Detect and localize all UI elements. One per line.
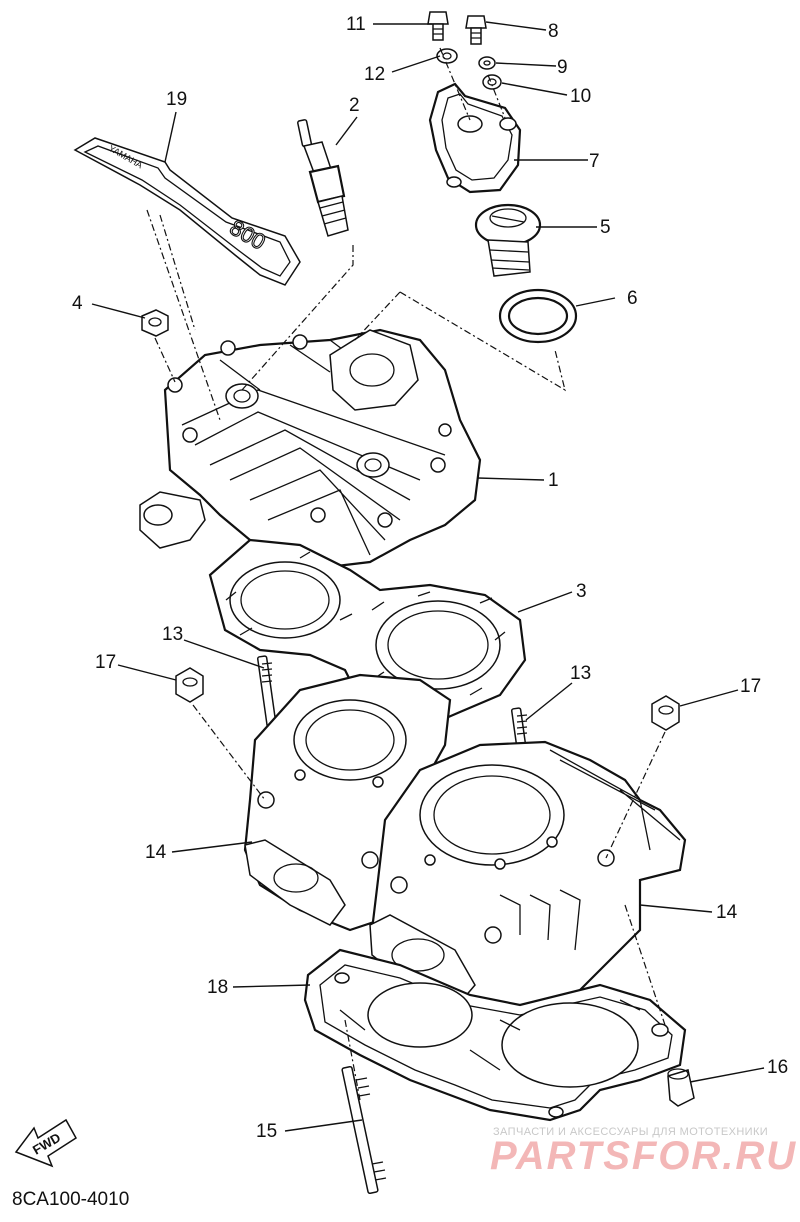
- callout-15: 15: [256, 1121, 277, 1142]
- head-gasket: [208, 538, 527, 727]
- o-ring: [498, 288, 578, 344]
- callout-17b: 17: [740, 676, 761, 697]
- callout-18: 18: [207, 977, 228, 998]
- callout-11: 11: [346, 14, 366, 35]
- callout-6: 6: [627, 288, 638, 309]
- callout-numbers: 1 2 3 4 5 6 7 8 9 10 11 12 13 13 14 14 1…: [72, 14, 788, 1142]
- callout-13b: 13: [570, 663, 591, 684]
- fwd-arrow-icon: FWD: [14, 1118, 77, 1168]
- callout-14b: 14: [716, 902, 738, 923]
- nut-left: [175, 667, 204, 703]
- callout-13a: 13: [162, 624, 183, 645]
- callout-14a: 14: [145, 842, 167, 863]
- thermostat-cover: [428, 82, 522, 194]
- callout-3: 3: [576, 581, 587, 602]
- callout-5: 5: [600, 217, 611, 238]
- callout-9: 9: [557, 57, 568, 78]
- cylinder-head: [139, 328, 482, 570]
- callout-8: 8: [548, 21, 559, 42]
- dowel-pin: [667, 1068, 695, 1107]
- spark-plug: [297, 119, 349, 237]
- callout-19: 19: [166, 89, 187, 110]
- cylinder-left: [243, 673, 452, 932]
- alignment-lines: [146, 47, 666, 1101]
- callout-10: 10: [570, 86, 591, 107]
- callout-17a: 17: [95, 652, 116, 673]
- watermark-tagline: ЗАПЧАСТИ И АКСЕССУАРЫ ДЛЯ МОТОТЕХНИКИ: [493, 1126, 769, 1138]
- thermostat: [474, 203, 542, 277]
- bolt-8: [465, 15, 487, 45]
- nut-right: [651, 695, 680, 731]
- cylinder-right: [369, 740, 687, 1022]
- washer-10: [482, 74, 502, 90]
- callout-1: 1: [548, 470, 559, 491]
- leader-lines: [91, 21, 765, 1132]
- decal-plate: YAMAHA 800: [73, 137, 301, 286]
- callout-4: 4: [72, 293, 83, 314]
- base-gasket: [303, 948, 687, 1122]
- callout-16: 16: [767, 1057, 788, 1078]
- bolt-11: [427, 11, 449, 41]
- watermark-logo: PARTSFOR.RU: [490, 1134, 798, 1178]
- stud-bolt: [341, 1065, 387, 1195]
- callout-12: 12: [364, 64, 385, 85]
- diagram-code: 8CA100-4010: [12, 1189, 130, 1210]
- head-nut: [141, 309, 169, 337]
- callout-7: 7: [589, 151, 600, 172]
- callout-2: 2: [349, 95, 360, 116]
- washer-9: [478, 56, 496, 70]
